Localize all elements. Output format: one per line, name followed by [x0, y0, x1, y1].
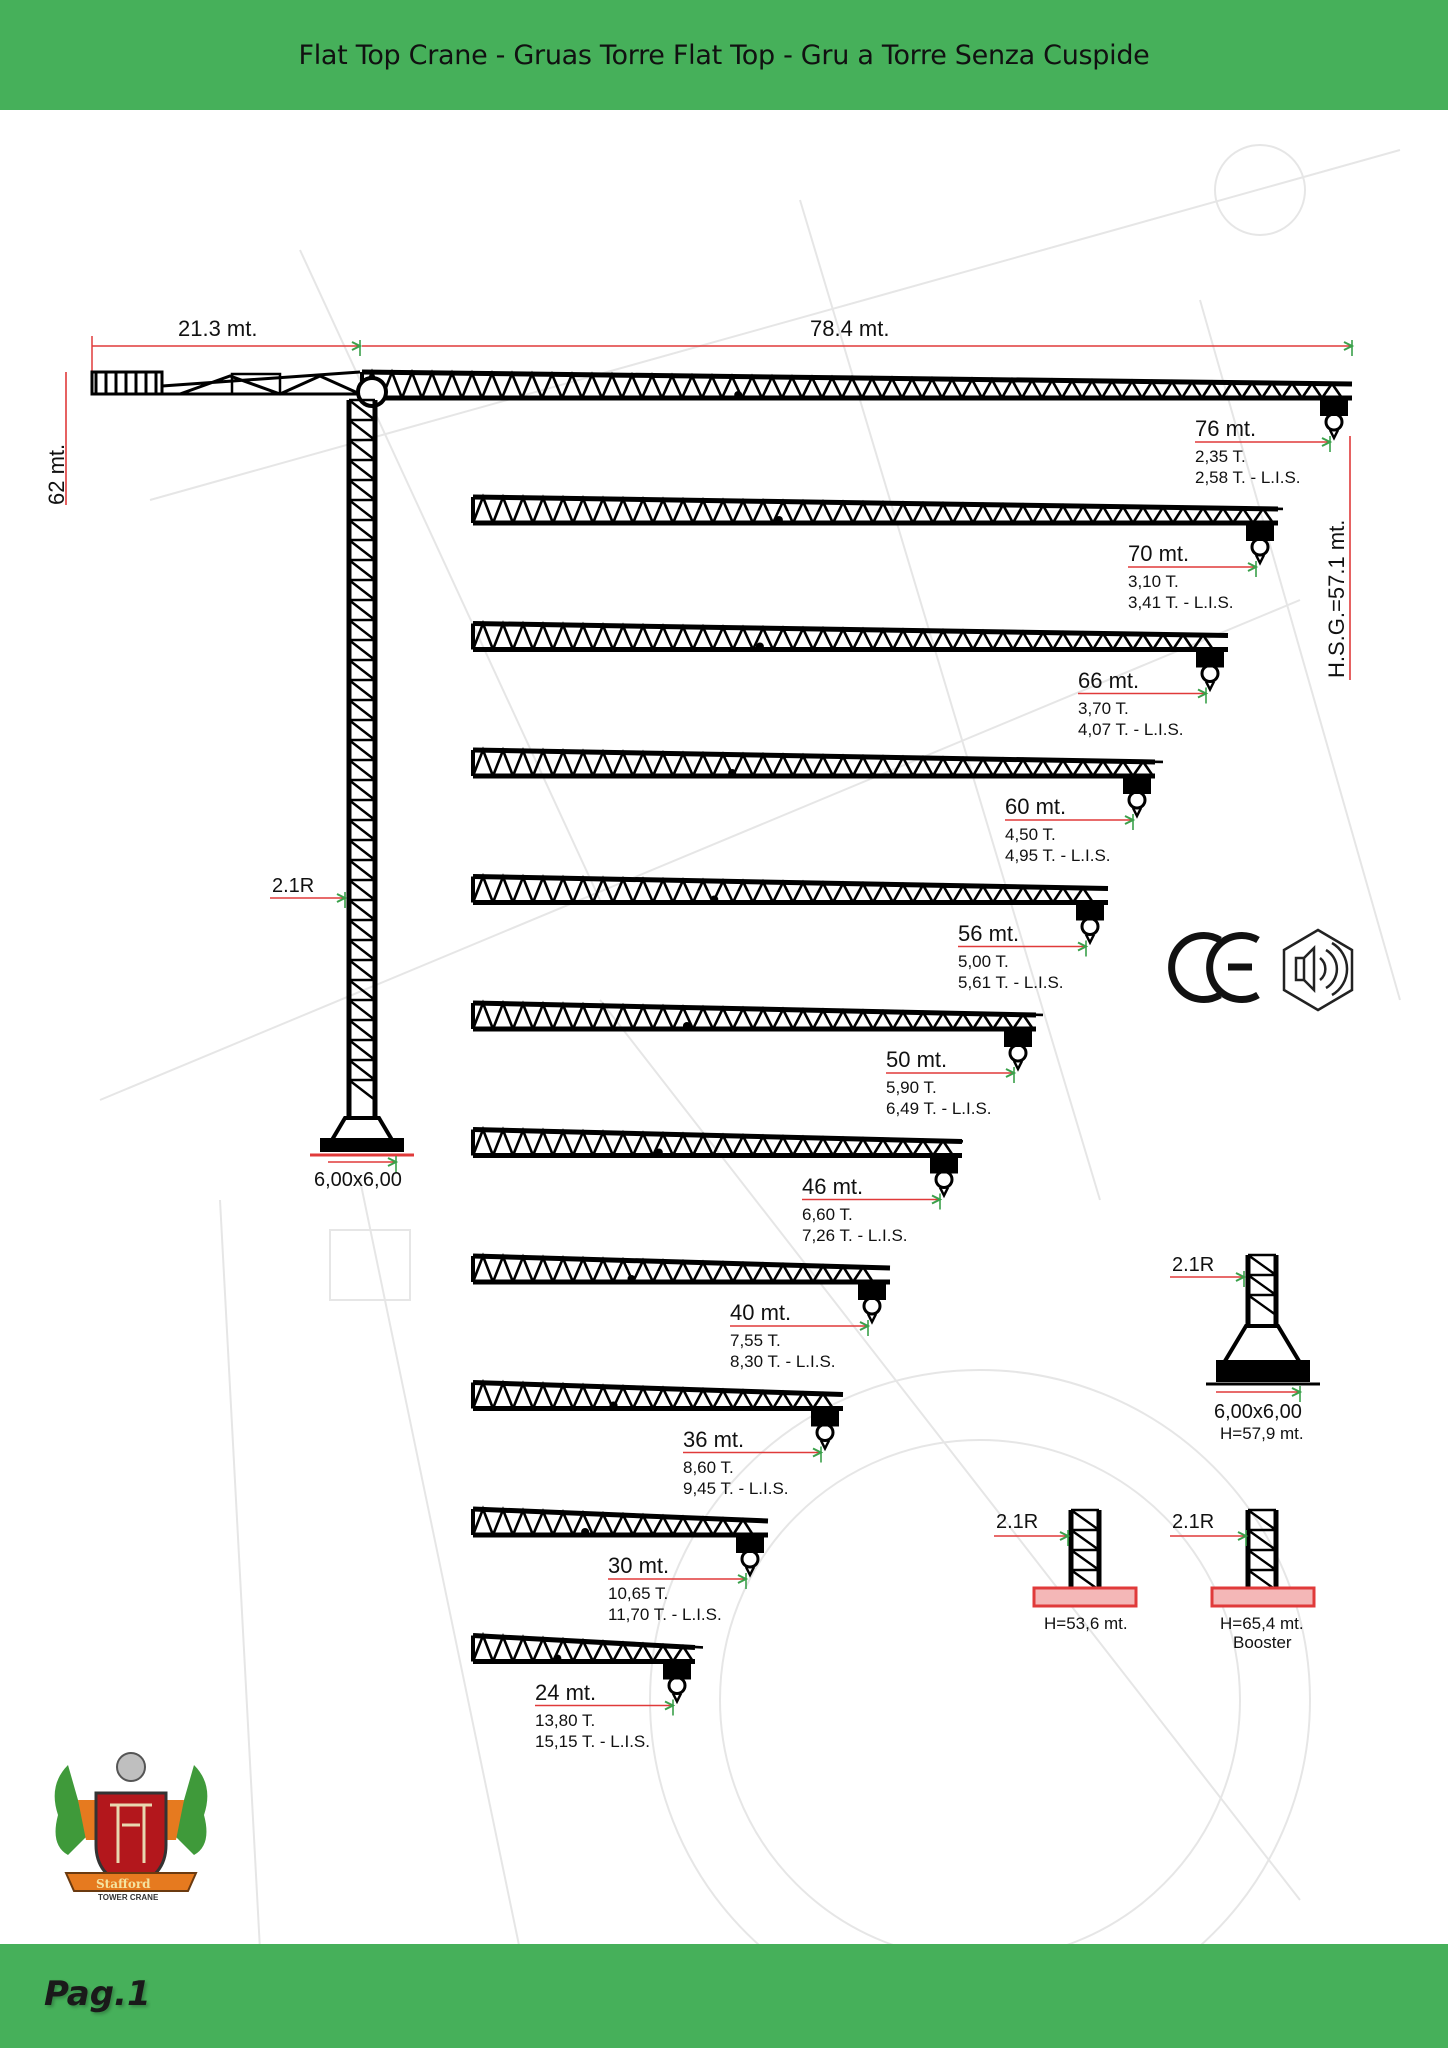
jib-9-load-lis: 9,45 T. - L.I.S. — [683, 1478, 789, 1498]
jib-4-load-lis: 4,95 T. - L.I.S. — [1005, 846, 1111, 865]
counter-jib — [90, 370, 361, 396]
base-1-size: 6,00x6,00 — [1214, 1401, 1302, 1423]
base-2-mast: 2.1R — [996, 1511, 1039, 1533]
jib-2-load: 3,10 T. — [1128, 572, 1179, 591]
jib-5-load-lis: 5,61 T. - L.I.S. — [958, 972, 1064, 992]
ce-mark — [1168, 932, 1260, 1003]
jib-10-dimension — [608, 1573, 749, 1589]
base-1-mast-section — [1245, 1253, 1279, 1326]
jib-11-load: 13,80 T. — [535, 1710, 596, 1730]
jib-length: 78.4 mt. — [810, 316, 890, 341]
base-size: 6,00x6,00 — [314, 1169, 402, 1191]
jib-config-11 — [471, 1631, 704, 1705]
mast-width-dimension — [270, 892, 348, 908]
jib-6-load-lis: 6,49 T. - L.I.S. — [886, 1099, 992, 1118]
noise-level-icon — [1282, 928, 1354, 1012]
counter-jib-length: 21.3 mt. — [178, 316, 258, 341]
jib-7-dimension — [802, 1193, 943, 1210]
jib-8-load-lis: 8,30 T. - L.I.S. — [730, 1352, 836, 1371]
jib-config-9 — [471, 1378, 844, 1452]
base-2-height: H=53,6 mt. — [1044, 1614, 1128, 1633]
jib-6-load: 5,90 T. — [886, 1078, 937, 1097]
base-3-mast-dim — [1170, 1530, 1249, 1546]
mast-label: 2.1R — [272, 875, 315, 897]
jib-10-load: 10,65 T. — [608, 1584, 669, 1603]
page-title: Flat Top Crane - Gruas Torre Flat Top - … — [298, 39, 1150, 71]
footer-bar: Pag.1 — [0, 1944, 1448, 2048]
header-bar: Flat Top Crane - Gruas Torre Flat Top - … — [0, 0, 1448, 110]
jib-5-length: 56 mt. — [958, 920, 1020, 946]
jib-8-dimension — [730, 1320, 871, 1336]
jib-config-7 — [471, 1125, 964, 1199]
jib-9-dimension — [683, 1446, 824, 1463]
base-1-mast: 2.1R — [1172, 1254, 1215, 1276]
base-3-height: H=65,4 mt. — [1220, 1614, 1304, 1633]
tower-mast — [346, 398, 378, 1118]
logo-name: Stafford — [96, 1877, 151, 1891]
height-label: 62 mt. — [44, 443, 69, 505]
main-jib — [360, 368, 1353, 441]
jib-6-length: 50 mt. — [886, 1047, 948, 1072]
jib-config-4 — [471, 746, 1164, 819]
jib-dimension — [362, 340, 1355, 356]
jib-3-load: 3,70 T. — [1078, 698, 1129, 718]
jib-4-dimension — [1005, 814, 1136, 830]
counter-jib-dimension — [92, 340, 363, 356]
jib-1-load-lis: 2,58 T. - L.I.S. — [1195, 468, 1301, 487]
jib-6-dimension — [886, 1067, 1017, 1083]
base-3-mast: 2.1R — [1172, 1511, 1215, 1533]
jib-10-load-lis: 11,70 T. - L.I.S. — [608, 1605, 722, 1624]
operator-cab — [356, 376, 388, 408]
jib-1-dimension — [1195, 436, 1333, 452]
logo-subtitle: TOWER CRANE — [98, 1893, 159, 1902]
base-1-mast-dim — [1170, 1271, 1247, 1287]
jib-11-load-lis: 15,15 T. - L.I.S. — [535, 1731, 650, 1751]
jib-5-dimension — [958, 940, 1089, 957]
stafford-logo — [54, 1752, 208, 1892]
jib-7-load-lis: 7,26 T. - L.I.S. — [802, 1225, 908, 1245]
jib-3-length: 66 mt. — [1078, 667, 1140, 693]
jib-3-load-lis: 4,07 T. - L.I.S. — [1078, 719, 1184, 739]
base-2-ground — [1032, 1586, 1138, 1608]
base-1-size-dim — [1216, 1386, 1303, 1402]
jib-5-load: 5,00 T. — [958, 951, 1009, 971]
jib-4-length: 60 mt. — [1005, 794, 1067, 819]
base-dimension — [328, 1156, 399, 1172]
jib-7-load: 6,60 T. — [802, 1204, 853, 1224]
jib-config-8 — [471, 1252, 891, 1325]
jib-9-length: 36 mt. — [683, 1426, 745, 1452]
page-number: Pag.1 — [44, 1974, 151, 2014]
jib-3-dimension — [1078, 687, 1209, 704]
jib-config-6 — [471, 999, 1044, 1072]
jib-9-load: 8,60 T. — [683, 1457, 734, 1477]
jib-8-length: 40 mt. — [730, 1300, 792, 1325]
jib-2-load-lis: 3,41 T. - L.I.S. — [1128, 593, 1234, 612]
base-1-footing — [1206, 1324, 1320, 1386]
jib-2-dimension — [1128, 561, 1259, 577]
jib-config-5 — [471, 872, 1109, 946]
jib-8-load: 7,55 T. — [730, 1331, 781, 1350]
jib-config-2 — [471, 493, 1284, 566]
jib-11-length: 24 mt. — [535, 1679, 597, 1705]
jib-1-length: 76 mt. — [1195, 416, 1257, 441]
jib-11-dimension — [535, 1699, 676, 1716]
base-2-mast-dim — [994, 1530, 1071, 1546]
jib-1-load: 2,35 T. — [1195, 447, 1246, 466]
hsg-label: H.S.G.=57.1 mt. — [1324, 519, 1349, 678]
jib-2-length: 70 mt. — [1128, 541, 1190, 566]
base-3-note: Booster — [1233, 1633, 1292, 1652]
jib-7-length: 46 mt. — [802, 1173, 864, 1199]
jib-config-3 — [471, 619, 1229, 693]
base-3-ground — [1210, 1586, 1316, 1608]
jib-4-load: 4,50 T. — [1005, 825, 1056, 844]
base-1-height: H=57,9 mt. — [1220, 1424, 1304, 1443]
jib-config-10 — [471, 1505, 769, 1578]
tower-base — [310, 1116, 414, 1157]
jib-10-length: 30 mt. — [608, 1553, 670, 1578]
